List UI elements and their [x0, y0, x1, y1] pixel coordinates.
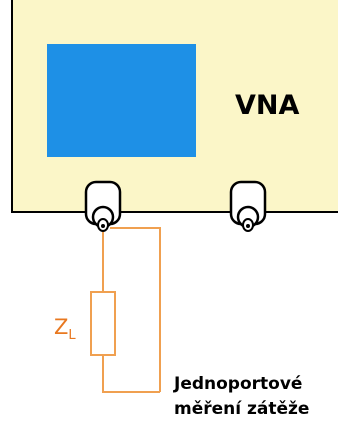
vna-screen	[47, 44, 196, 157]
port-2-connector	[229, 180, 267, 232]
load-symbol: Z	[54, 315, 68, 339]
load-subscript: L	[68, 328, 76, 343]
load-resistor	[90, 291, 116, 356]
caption-line-2: měření zátěže	[174, 399, 309, 419]
vna-label: VNA	[235, 90, 299, 121]
signal-wire-lower	[102, 355, 160, 393]
caption-line-1: Jednoportové	[173, 374, 302, 394]
shield-wire	[110, 227, 161, 392]
load-label: ZL	[54, 315, 76, 343]
port-1-connector	[84, 180, 122, 232]
